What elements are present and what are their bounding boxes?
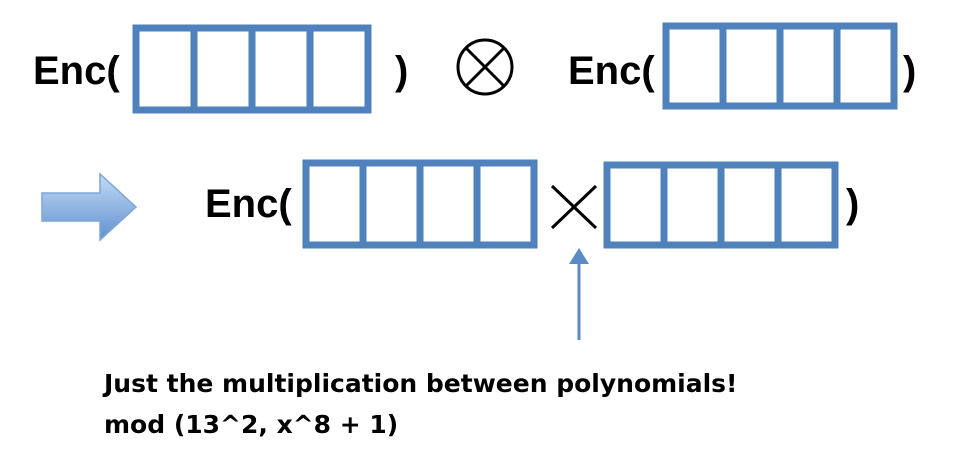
top-right-slot-2 [719, 22, 784, 110]
circled-times-icon [456, 38, 514, 96]
top-right-slot-4 [833, 22, 898, 110]
top-right-enc-suffix: ) [903, 49, 916, 93]
top-left-enc-prefix: Enc( [33, 49, 120, 93]
result-right-slot-2 [660, 161, 725, 249]
up-arrow-icon [569, 248, 589, 340]
top-left-slot-2 [190, 24, 256, 114]
result-right-slot-1 [603, 161, 668, 249]
top-right-ciphertext: Enc( ) [568, 22, 916, 110]
top-left-slot-4 [306, 24, 372, 114]
top-left-slot-3 [248, 24, 314, 114]
annotation-caption: Just the multiplication between polynomi… [102, 369, 737, 439]
result-right-slot-3 [717, 161, 782, 249]
result-left-slot-3 [416, 159, 481, 249]
top-right-slot-1 [662, 22, 727, 110]
top-left-ciphertext: Enc( ) [33, 24, 408, 114]
right-arrow-icon [41, 172, 138, 242]
top-left-slot-array [132, 24, 372, 114]
top-left-slot-1 [132, 24, 198, 114]
top-left-enc-suffix: ) [395, 49, 408, 93]
top-right-slot-array [662, 22, 898, 110]
top-right-slot-3 [776, 22, 841, 110]
annotation-line-2: mod (13^2, x^8 + 1) [104, 410, 398, 439]
result-left-slot-array [302, 159, 538, 249]
top-right-enc-prefix: Enc( [568, 49, 655, 93]
result-left-slot-4 [473, 159, 538, 249]
result-enc-suffix: ) [846, 182, 859, 226]
result-left-slot-1 [302, 159, 367, 249]
result-ciphertext: Enc( ) [205, 159, 859, 249]
result-left-slot-2 [359, 159, 424, 249]
annotation-line-1: Just the multiplication between polynomi… [102, 369, 737, 398]
result-right-slot-4 [774, 161, 839, 249]
times-icon [550, 184, 598, 230]
result-right-slot-array [603, 161, 839, 249]
result-enc-prefix: Enc( [205, 182, 292, 226]
